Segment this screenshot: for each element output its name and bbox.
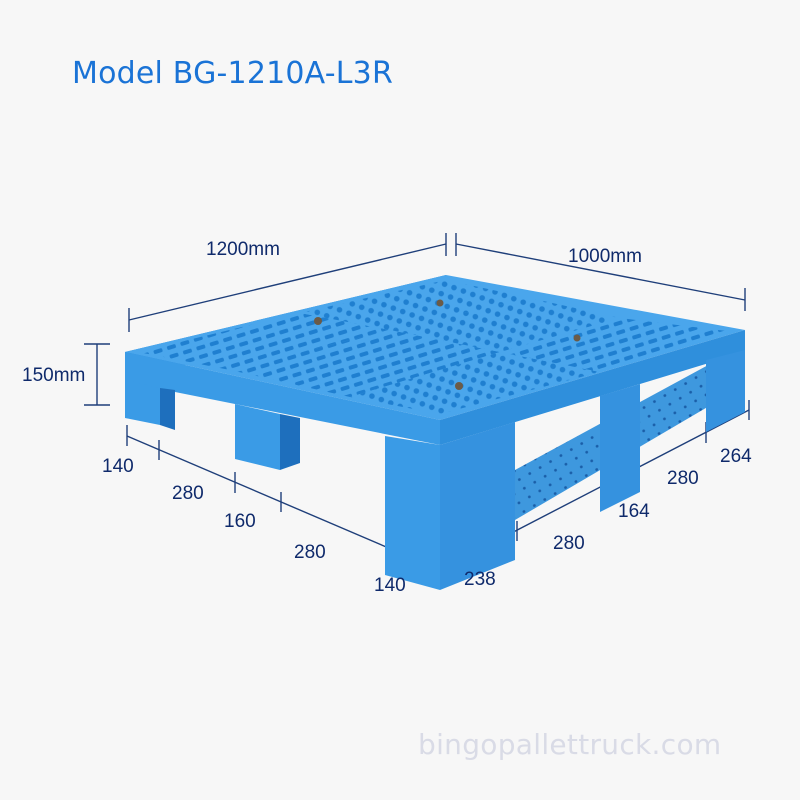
pallet-image	[125, 275, 745, 590]
side-segment-3: 164	[618, 501, 650, 522]
front-segment-2: 280	[172, 483, 204, 504]
front-segment-4: 280	[294, 542, 326, 563]
width-label: 1000mm	[568, 246, 642, 267]
page-title: Model BG-1210A-L3R	[72, 56, 394, 91]
height-label: 150mm	[22, 365, 86, 386]
front-segment-5: 140	[374, 575, 406, 596]
side-segment-1: 238	[464, 569, 496, 590]
side-segment-5: 264	[720, 446, 752, 467]
watermark: bingopallettruck.com	[418, 728, 722, 761]
front-segment-1: 140	[102, 456, 134, 477]
side-segment-2: 280	[553, 533, 585, 554]
length-label: 1200mm	[206, 239, 280, 260]
front-segment-3: 160	[224, 511, 256, 532]
side-segment-4: 280	[667, 468, 699, 489]
